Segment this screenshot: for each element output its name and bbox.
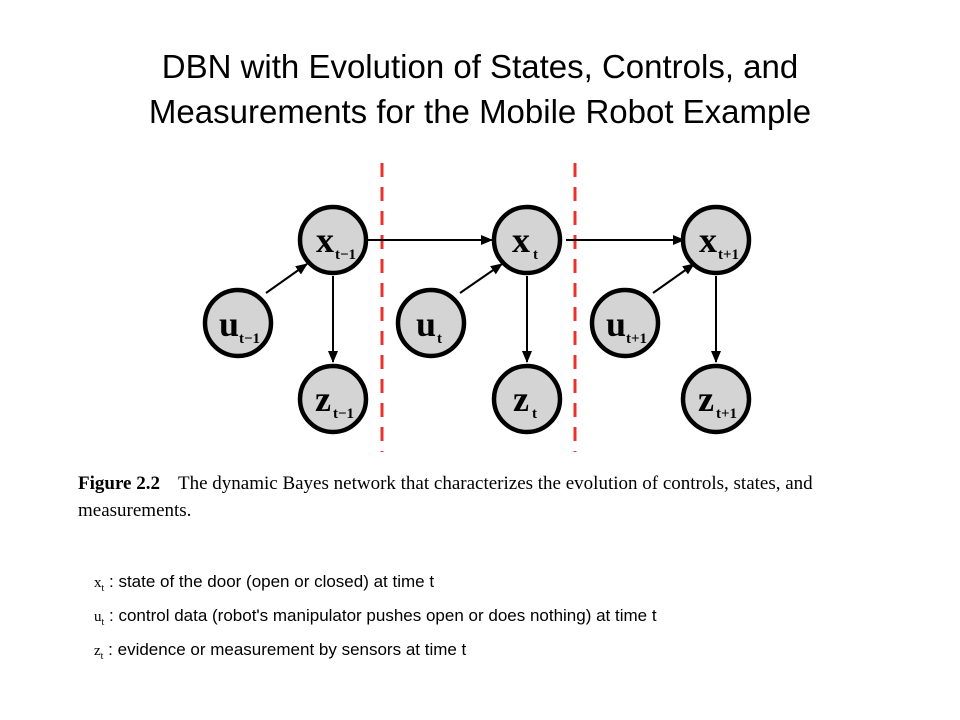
node-x-next: x t+1 [680, 204, 752, 276]
legend-symbol-z: zt [94, 643, 104, 662]
slide-title: DBN with Evolution of States, Controls, … [0, 44, 960, 134]
node-x-curr: x t [491, 204, 563, 276]
svg-text:t+1: t+1 [718, 247, 739, 263]
svg-text:t: t [532, 406, 537, 422]
svg-text:t+1: t+1 [716, 406, 737, 422]
legend-text-z: : evidence or measurement by sensors at … [103, 640, 467, 659]
svg-text:z: z [698, 379, 714, 419]
svg-text:u: u [606, 304, 626, 344]
svg-text:u: u [219, 304, 239, 344]
legend-symbol-x: xt [94, 575, 105, 594]
svg-text:t+1: t+1 [626, 331, 647, 347]
svg-text:u: u [416, 304, 436, 344]
svg-text:x: x [699, 220, 717, 260]
svg-text:x: x [512, 220, 530, 260]
svg-text:z: z [513, 379, 529, 419]
node-u-curr: u t [395, 287, 467, 359]
title-line-2: Measurements for the Mobile Robot Exampl… [148, 93, 812, 130]
node-z-curr: z t [491, 363, 563, 435]
node-u-prev: u t−1 [202, 287, 274, 359]
legend-row-x: xt : state of the door (open or closed) … [94, 568, 657, 602]
variable-legend: xt : state of the door (open or closed) … [94, 568, 657, 670]
svg-text:t: t [533, 247, 538, 263]
svg-text:z: z [315, 379, 331, 419]
svg-text:t−1: t−1 [239, 331, 260, 347]
svg-text:x: x [316, 220, 334, 260]
legend-symbol-u: ut [94, 609, 105, 628]
svg-text:t−1: t−1 [333, 406, 354, 422]
edge-u-prev-to-x-prev [265, 263, 308, 294]
legend-row-z: zt : evidence or measurement by sensors … [94, 636, 657, 670]
edge-u-next-to-x-next [652, 263, 695, 294]
node-z-prev: z t−1 [297, 363, 369, 435]
node-z-next: z t+1 [680, 363, 752, 435]
figure-caption-text: The dynamic Bayes network that character… [78, 473, 813, 521]
title-line-1: DBN with Evolution of States, Controls, … [161, 48, 799, 85]
legend-row-u: ut : control data (robot's manipulator p… [94, 602, 657, 636]
svg-text:t: t [437, 331, 442, 347]
edge-u-curr-to-x-curr [459, 263, 503, 294]
node-u-next: u t+1 [589, 287, 661, 359]
legend-text-u: : control data (robot's manipulator push… [104, 606, 657, 625]
svg-text:t−1: t−1 [335, 247, 356, 263]
node-x-prev: x t−1 [297, 204, 369, 276]
legend-text-x: : state of the door (open or closed) at … [104, 572, 435, 591]
figure-label: Figure 2.2 [78, 473, 160, 494]
